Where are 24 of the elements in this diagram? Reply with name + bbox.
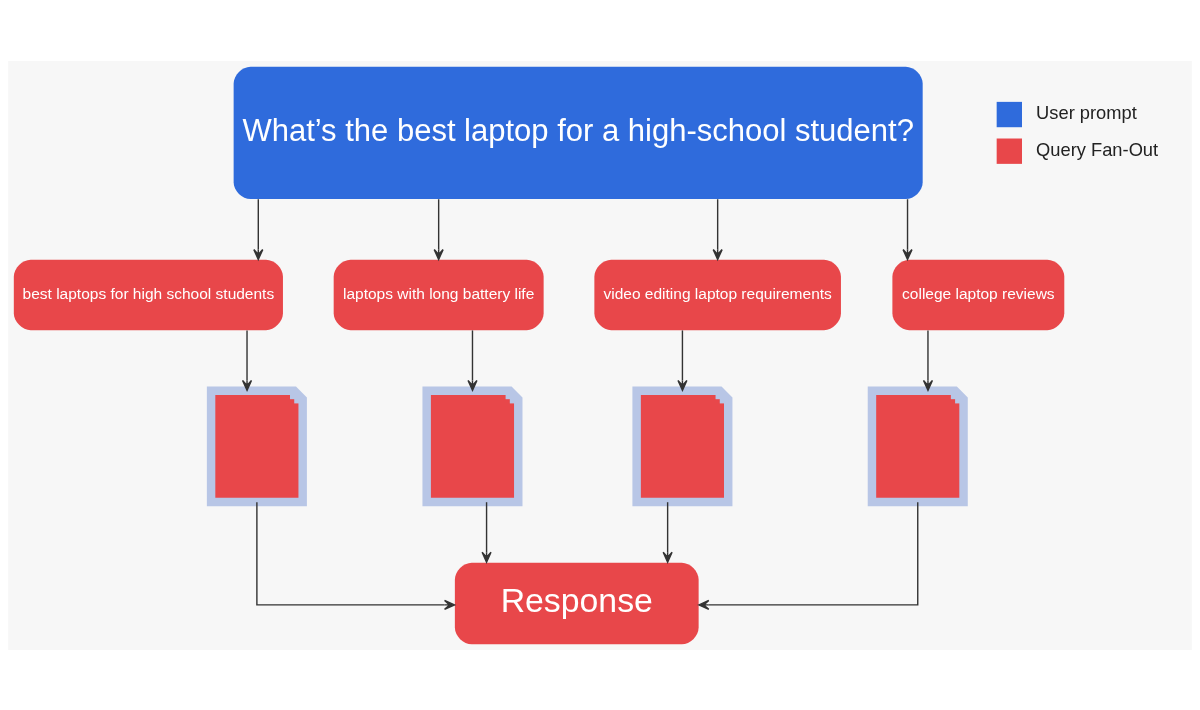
arrow xyxy=(467,329,478,391)
node-document xyxy=(632,386,733,506)
arrow xyxy=(677,329,688,391)
arrow xyxy=(253,198,264,260)
node-box: What’s the best laptop for a high-school student? xyxy=(233,66,923,199)
arrow xyxy=(902,198,913,260)
arrow xyxy=(256,501,456,610)
node-box: college laptop reviews xyxy=(892,259,1065,330)
node-document xyxy=(867,386,968,506)
arrow xyxy=(712,198,723,260)
node-document xyxy=(206,386,307,506)
arrow xyxy=(662,501,673,563)
node-box: video editing laptop requirements xyxy=(594,259,841,330)
node-box: best laptops for high school students xyxy=(13,259,283,330)
legend-label: Query Fan-Out xyxy=(1036,138,1159,160)
arrow xyxy=(241,329,253,391)
legend-label: User prompt xyxy=(1036,101,1137,123)
arrow xyxy=(481,501,492,563)
node-document xyxy=(422,386,523,506)
arrow xyxy=(922,329,934,391)
node-box: laptops with long battery life xyxy=(333,259,544,330)
node-box: Response xyxy=(454,562,699,644)
arrow xyxy=(433,198,444,260)
arrow xyxy=(698,501,919,610)
